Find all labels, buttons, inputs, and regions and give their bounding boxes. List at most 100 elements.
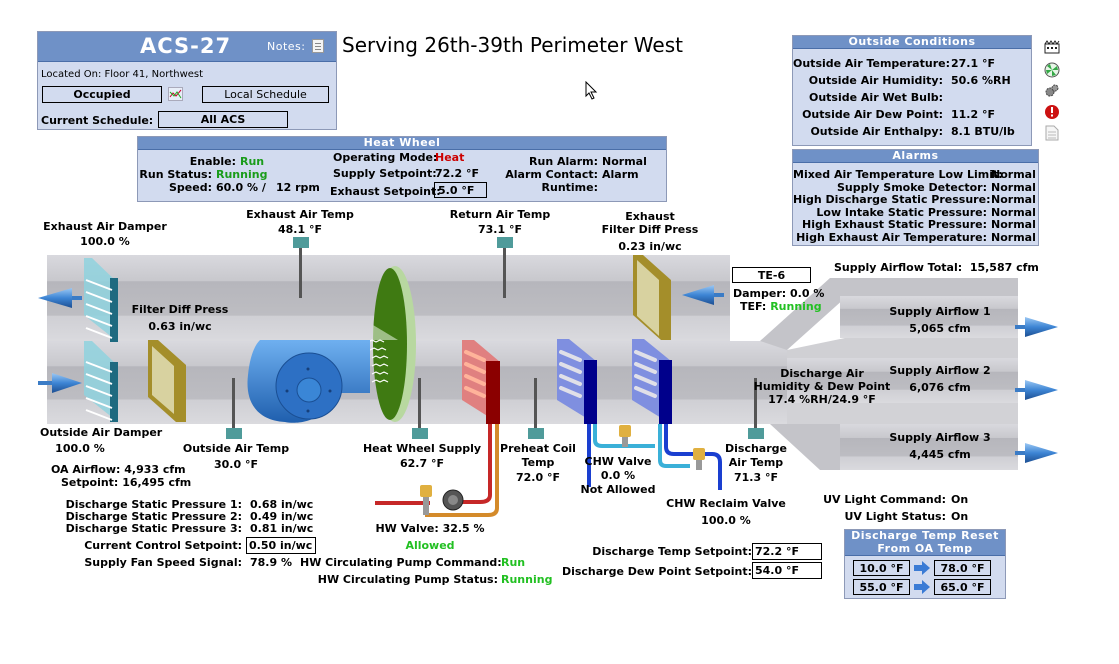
discharge-temp-setpoint-input[interactable]: 72.2 °F (752, 543, 822, 560)
preheat-label-1: Preheat Coil (500, 442, 576, 455)
oa-airflow: OA Airflow: 4,933 cfm (51, 463, 186, 476)
alarm-value: Normal (991, 218, 1036, 232)
heat-waves (367, 339, 389, 383)
reset-from-2[interactable]: 55.0 °F (853, 579, 910, 595)
outside-damper-label: Outside Air Damper (40, 426, 163, 439)
notes-icon[interactable] (312, 39, 324, 53)
preheat-value: 72.0 °F (516, 471, 560, 484)
alarm-row: High Discharge Static Pressure:Normal (793, 193, 1036, 206)
supply-total-label: Supply Airflow Total: (834, 261, 963, 274)
chw-reclaim-value: 100.0 % (701, 514, 751, 527)
control-setpoint-input[interactable]: 0.50 in/wc (246, 537, 316, 554)
outside-condition-label: Outside Air Wet Bulb: (808, 91, 943, 104)
document-icon[interactable] (1043, 125, 1061, 143)
unit-name: ACS-27 (140, 34, 232, 58)
exhaust-air-temp-label: Exhaust Air Temp (246, 208, 354, 221)
reset-to-1[interactable]: 78.0 °F (934, 560, 991, 576)
reset-from-1[interactable]: 10.0 °F (853, 560, 910, 576)
exhaust-air-temp-value: 48.1 °F (278, 223, 322, 236)
exhaust-filter-label-1: Exhaust (625, 210, 675, 223)
current-schedule-label: Current Schedule: (41, 114, 154, 127)
alarm-label: High Discharge Static Pressure: (793, 193, 991, 207)
uv-command-value: On (951, 493, 969, 506)
oa-setpoint-value: 16,495 cfm (122, 476, 192, 489)
hw-mode-label: Operating Mode: (333, 151, 438, 164)
uv-status-value: On (951, 510, 969, 523)
alarm-label: High Exhaust Static Pressure: (802, 218, 987, 232)
exhaust-filter (633, 255, 671, 340)
outside-air-temp-label: Outside Air Temp (182, 442, 290, 455)
current-schedule-value[interactable]: All ACS (158, 111, 288, 128)
control-setpoint-label: Current Control Setpoint: (84, 539, 242, 552)
local-schedule-button[interactable]: Local Schedule (202, 86, 329, 103)
alarms-title: Alarms (793, 150, 1038, 163)
hw-piping (375, 424, 499, 517)
exhaust-damper-label: Exhaust Air Damper (43, 220, 167, 233)
fan-icon[interactable] (1043, 62, 1061, 80)
hw-mode-value: Heat (435, 151, 465, 164)
alarm-value: Normal (991, 193, 1036, 207)
return-air-temp-sensor (497, 237, 513, 298)
te-damper: Damper: 0.0 % (733, 287, 825, 300)
unit-info-panel: ACS-27 Notes: Located On: Floor 41, Nort… (37, 31, 337, 130)
supply-airflow-3-label: Supply Airflow 3 (889, 431, 991, 444)
return-air-temp-label: Return Air Temp (449, 208, 551, 221)
tef-label: TEF: Running (740, 300, 822, 313)
supply-branch-mid (787, 338, 1018, 360)
exhaust-filter-value: 0.23 in/wc (618, 240, 682, 253)
supply-airflow-2-value: 6,076 cfm (909, 381, 971, 394)
chw-valve-value: 0.0 % (600, 469, 636, 482)
alarm-label: Mixed Air Temperature Low Limit: (793, 168, 1003, 181)
discharge-humidity-value: 17.4 %RH/24.9 °F (768, 393, 876, 406)
preheat-coil (462, 340, 500, 424)
pump-status-label: HW Circulating Pump Status: (317, 573, 498, 586)
outside-damper-value: 100.0 % (55, 442, 105, 455)
supply-airflow-3-value: 4,445 cfm (909, 448, 971, 461)
occupancy-button[interactable]: Occupied (42, 86, 162, 103)
building-icon[interactable] (1043, 40, 1061, 58)
outside-condition-value: 50.6 %RH (951, 74, 1011, 87)
uv-command-label: UV Light Command: (823, 493, 946, 506)
tef-label-text: TEF: (740, 300, 767, 313)
outside-conditions-panel: Outside Conditions Outside Air Temperatu… (792, 35, 1032, 146)
alarm-row: High Exhaust Air Temperature:Normal (793, 231, 1036, 244)
chw-piping (587, 424, 722, 490)
arrow-right-icon (914, 580, 930, 594)
supply-branch-3-elbow (770, 424, 840, 470)
oa-setpoint: Setpoint: 16,495 cfm (61, 476, 191, 489)
discharge-dew-setpoint-input[interactable]: 54.0 °F (752, 562, 822, 579)
static-2-label: Discharge Static Pressure 2: (65, 510, 242, 523)
pump-status-value: Running (501, 573, 553, 586)
hw-alarm-contact-value: Alarm (602, 168, 639, 181)
exhaust-damper-value: 100.0 % (80, 235, 130, 248)
gears-icon[interactable] (1043, 83, 1061, 101)
reset-title-2: From OA Temp (845, 543, 1005, 556)
reset-to-2[interactable]: 65.0 °F (934, 579, 991, 595)
preheat-label-2: Temp (521, 456, 555, 469)
outside-condition-row: Outside Air Temperature:27.1 °F (793, 57, 995, 70)
outside-air-damper (84, 341, 118, 422)
filter-diff-value: 0.63 in/wc (148, 320, 212, 333)
heat-wheel-panel: Heat Wheel Enable: Run Run Status: Runni… (137, 136, 667, 202)
alarm-row: Supply Smoke Detector:Normal (793, 181, 1036, 194)
static-3-value: 0.81 in/wc (250, 522, 314, 535)
heat-wheel-supply-sensor (412, 378, 428, 439)
hw-valve-label: HW Valve: 32.5 % (375, 522, 485, 535)
discharge-dew-setpoint-label: Discharge Dew Point Setpoint: (561, 565, 752, 578)
outside-condition-row: Outside Air Dew Point:11.2 °F (793, 108, 995, 121)
fan-speed-value: 78.9 % (250, 556, 292, 569)
te-6-box[interactable]: TE-6 (732, 267, 811, 283)
outside-air-inlet-arrow (38, 373, 82, 393)
supply-airflow-1-value: 5,065 cfm (909, 322, 971, 335)
oa-airflow-value: 4,933 cfm (124, 463, 186, 476)
alarm-row: Mixed Air Temperature Low Limit:Normal (793, 168, 1036, 181)
chw-coil-1 (557, 339, 597, 424)
alarm-icon[interactable] (1043, 104, 1061, 122)
tef-value: Running (770, 300, 822, 313)
heat-wheel-supply-label: Heat Wheel Supply (362, 442, 482, 455)
hw-exhaust-setpoint-input[interactable]: 5.0 °F (434, 182, 487, 198)
hw-run-alarm-label: Run Alarm: (529, 155, 598, 168)
outside-air-filter (148, 340, 186, 422)
trend-icon[interactable] (168, 87, 183, 101)
oa-setpoint-label: Setpoint: (61, 476, 119, 489)
